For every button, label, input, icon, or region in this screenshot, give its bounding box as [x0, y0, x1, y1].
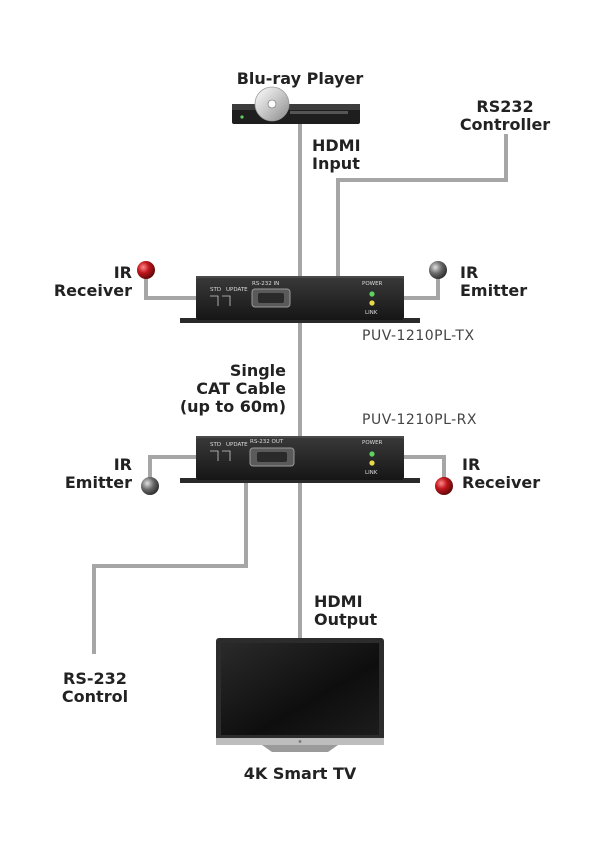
tv-logo-dot [298, 740, 302, 743]
transmitter-device: STD UPDATE RS-232 IN POWER LINK [180, 276, 420, 323]
tx-ir-receiver-line-1: IR [113, 263, 132, 282]
player-led [240, 115, 244, 119]
rx-ir-receiver-label: IR Receiver [462, 456, 540, 492]
tx-link-label: LINK [365, 310, 378, 316]
rs232-control-line-2: Control [61, 687, 129, 706]
tx-ir-emitter-line-1: IR [460, 263, 479, 282]
rx-ir-receiver-line-1: IR [462, 455, 481, 474]
rs232-control-label: RS-232 Control [40, 670, 150, 706]
tx-std-label: STD [210, 287, 221, 293]
cat-cable-line-1: Single [229, 361, 286, 380]
rx-ir-emitter-icon [141, 477, 159, 495]
rs232-controller-label: RS232 Controller [440, 98, 570, 134]
tx-ir-emitter-cable [404, 272, 440, 300]
hdmi-output-line-2: Output [314, 610, 378, 629]
tx-power-label: POWER [362, 281, 383, 287]
rx-rs232-port-label: RS-232 OUT [250, 439, 284, 445]
hdmi-input-label: HDMI Input [312, 137, 361, 173]
rx-ir-emitter-cable [148, 455, 196, 482]
tx-rs232-port-inner [258, 293, 284, 303]
rx-link-label: LINK [365, 470, 378, 476]
hdmi-output-line-1: HDMI [314, 592, 363, 611]
rx-power-label: POWER [362, 440, 383, 446]
rx-ir-receiver-icon [435, 477, 453, 495]
cat-cable-label: Single CAT Cable (up to 60m) [150, 362, 286, 416]
disc-hole [267, 99, 277, 109]
rx-mount-bracket [180, 478, 420, 483]
rx-ir-emitter-line-2: Emitter [64, 473, 132, 492]
tx-std-switch [210, 295, 231, 306]
disc-tray [290, 111, 348, 114]
tx-ir-receiver-icon [137, 261, 155, 279]
tx-ir-emitter-line-2: Emitter [460, 281, 528, 300]
tx-top-edge [196, 276, 404, 278]
tv-screen [221, 643, 379, 735]
smart-tv-label: 4K Smart TV [243, 764, 357, 783]
rx-rs232-port-inner [257, 452, 287, 462]
tx-body [196, 276, 404, 320]
cat-cable-line-2: CAT Cable [196, 379, 286, 398]
rx-std-switch [210, 450, 231, 461]
tx-rs232-port-label: RS-232 IN [252, 281, 279, 287]
rs232-controller-cable [336, 134, 508, 276]
transmitter-model-label: PUV-1210PL-TX [362, 328, 475, 344]
rx-top-edge [196, 436, 404, 438]
rs232-controller-line-2: Controller [459, 115, 551, 134]
rx-update-label: UPDATE [226, 442, 248, 448]
tx-update-label: UPDATE [226, 287, 248, 293]
tx-link-led [369, 300, 375, 306]
tx-ir-receiver-line-2: Receiver [53, 281, 132, 300]
tx-ir-emitter-icon [429, 261, 447, 279]
rx-ir-emitter-label: IR Emitter [20, 456, 132, 492]
hdmi-input-line-1: HDMI [312, 136, 361, 155]
rx-body [196, 436, 404, 480]
receiver-device: STD UPDATE RS-232 OUT POWER LINK [180, 436, 420, 483]
rs232-control-cable [92, 482, 248, 654]
rx-power-led [369, 451, 375, 457]
blu-ray-player [232, 86, 360, 124]
tx-power-led [369, 291, 375, 297]
blu-ray-player-label: Blu-ray Player [236, 69, 364, 88]
tx-ir-receiver-cable [144, 272, 196, 300]
rx-std-label: STD [210, 442, 221, 448]
rs232-control-line-1: RS-232 [63, 669, 127, 688]
tx-mount-bracket [180, 318, 420, 323]
smart-tv [216, 638, 384, 752]
tx-ir-emitter-label: IR Emitter [460, 264, 527, 300]
rx-ir-emitter-line-1: IR [113, 455, 132, 474]
rx-ir-receiver-line-2: Receiver [462, 473, 541, 492]
cable-group [92, 120, 508, 654]
player-front [232, 104, 360, 110]
receiver-model-label: PUV-1210PL-RX [362, 412, 477, 428]
tv-stand [262, 745, 338, 752]
rx-link-led [369, 460, 375, 466]
rx-ir-receiver-cable [404, 455, 446, 482]
cat-cable-line-3: (up to 60m) [179, 397, 286, 416]
hdmi-output-label: HDMI Output [314, 593, 377, 629]
hdmi-input-line-2: Input [312, 154, 360, 173]
rs232-controller-line-1: RS232 [476, 97, 534, 116]
tx-ir-receiver-label: IR Receiver [20, 264, 132, 300]
